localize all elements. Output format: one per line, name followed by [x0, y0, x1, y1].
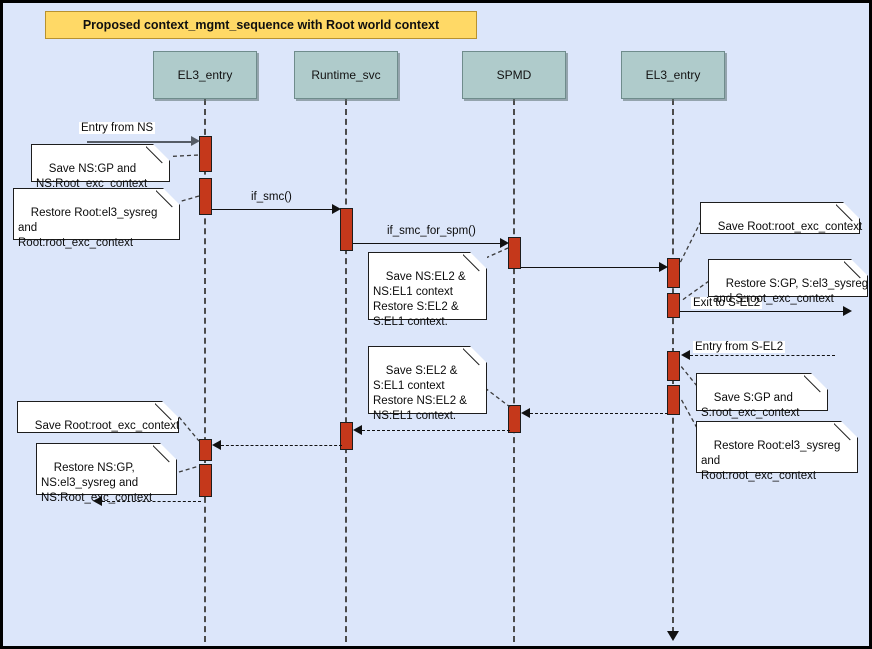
note-text: Save S:EL2 & S:EL1 context Restore NS:EL… [373, 365, 467, 422]
leader-n10 [178, 465, 200, 473]
note-save-ns-gp: Save NS:GP and NS:Root_exc_context [31, 144, 170, 190]
leader-n6 [484, 387, 511, 408]
note-fold-corner-icon [851, 259, 868, 276]
return-line-el3-to-ns [102, 501, 201, 502]
note-restore-s-gp-sysreg: Restore S:GP, S:el3_sysreg and S:root_ex… [708, 259, 868, 305]
lifeline-header-el3-entry-right[interactable]: EL3_entry [621, 51, 725, 99]
note-text: Save S:GP and S:root_exc_context [701, 392, 800, 419]
message-line-exit-to-s-el2 [680, 311, 847, 312]
note-restore-root-el3-sysreg-top: Restore Root:el3_sysreg and Root:root_ex… [13, 188, 180, 249]
activation-bar[interactable] [667, 293, 680, 318]
note-text: Save Root:root_exc_context [717, 221, 863, 233]
return-line-spmd-to-runtime-svc [362, 430, 510, 431]
message-label-if-smc: if_smc() [251, 191, 292, 203]
note-fold-corner-icon [841, 421, 858, 438]
lifeline-label: EL3_entry [645, 68, 701, 82]
activation-bar[interactable] [508, 405, 521, 433]
activation-bar[interactable] [667, 258, 680, 288]
note-save-root-exc-context-right: Save Root:root_exc_context [700, 202, 863, 234]
return-arrowhead-icon [212, 440, 221, 450]
activation-bar[interactable] [340, 208, 353, 251]
lifeline-label: EL3_entry [177, 68, 233, 82]
note-fold-corner-icon [470, 252, 487, 269]
leader-n4 [678, 220, 702, 266]
lifeline-end-arrow-icon [667, 631, 679, 641]
activation-bar[interactable] [199, 439, 212, 461]
activation-bar[interactable] [199, 136, 212, 172]
note-restore-ns-gp: Restore NS:GP, NS:el3_sysreg and NS:Root… [36, 443, 177, 504]
note-fold-corner-icon [811, 373, 828, 390]
note-text: Restore S:GP, S:el3_sysreg and S:root_ex… [713, 278, 869, 305]
note-save-root-exc-context-left: Save Root:root_exc_context [17, 401, 179, 433]
lifeline-header-el3-entry-left[interactable]: EL3_entry [153, 51, 257, 99]
leader-n7 [679, 364, 698, 387]
leader-n8 [680, 398, 698, 429]
message-label-entry-from-ns: Entry from NS [79, 122, 156, 134]
message-arrowhead-icon [843, 306, 852, 316]
message-label-if-smc-for-spm: if_smc_for_spm() [387, 225, 476, 237]
lifeline-label: SPMD [496, 68, 532, 82]
note-text: Save NS:GP and NS:Root_exc_context [36, 163, 148, 190]
lifeline-label: Runtime_svc [311, 68, 381, 82]
note-fold-corner-icon [163, 188, 180, 205]
return-arrowhead-icon [93, 496, 102, 506]
note-save-ns-el2-restore-s-el2: Save NS:EL2 & NS:EL1 context Restore S:E… [368, 252, 487, 328]
note-text: Restore Root:el3_sysreg and Root:root_ex… [701, 440, 841, 482]
return-line-entry-from-s-el2 [690, 355, 835, 356]
return-arrowhead-icon [681, 350, 690, 360]
message-arrowhead-icon [500, 238, 509, 248]
note-text: Save Root:root_exc_context [34, 420, 180, 432]
return-line-el3-to-spmd [530, 413, 668, 414]
activation-bar[interactable] [667, 385, 680, 415]
activation-bar[interactable] [199, 178, 212, 215]
diagram-title: Proposed context_mgmt_sequence with Root… [82, 18, 440, 32]
lifeline-stem-runtime-svc [345, 99, 347, 646]
activation-bar[interactable] [340, 422, 353, 450]
note-text: Restore NS:GP, NS:el3_sysreg and NS:Root… [41, 462, 153, 504]
message-line-spmd-to-el3 [521, 267, 663, 268]
leader-n9 [178, 416, 200, 442]
return-line-runtime-svc-to-el3 [221, 445, 342, 446]
lifeline-stem-el3-entry-left [204, 99, 206, 646]
message-line-if-smc [212, 209, 336, 210]
activation-bar[interactable] [199, 464, 212, 497]
activation-bar[interactable] [667, 351, 680, 381]
lifeline-header-runtime-svc[interactable]: Runtime_svc [294, 51, 398, 99]
diagram-title-banner: Proposed context_mgmt_sequence with Root… [45, 11, 477, 39]
message-line-if-smc-for-spm [353, 243, 504, 244]
return-arrowhead-icon [353, 425, 362, 435]
lifeline-header-spmd[interactable]: SPMD [462, 51, 566, 99]
message-line-entry-from-ns [87, 141, 195, 143]
note-fold-corner-icon [843, 202, 860, 219]
note-save-s-el2-restore-ns-el2: Save S:EL2 & S:EL1 context Restore NS:EL… [368, 346, 487, 422]
note-fold-corner-icon [160, 443, 177, 460]
note-text: Restore Root:el3_sysreg and Root:root_ex… [18, 207, 158, 249]
message-arrowhead-icon [659, 262, 668, 272]
return-arrowhead-icon [521, 408, 530, 418]
note-restore-root-el3-sysreg-bottom: Restore Root:el3_sysreg and Root:root_ex… [696, 421, 858, 482]
note-fold-corner-icon [470, 346, 487, 363]
message-arrowhead-icon [332, 204, 341, 214]
note-fold-corner-icon [153, 144, 170, 161]
message-arrowhead-icon [191, 136, 200, 146]
message-label-entry-from-s-el2: Entry from S-EL2 [693, 341, 786, 353]
activation-bar[interactable] [508, 237, 521, 269]
note-text: Save NS:EL2 & NS:EL1 context Restore S:E… [373, 271, 466, 328]
lifeline-stem-spmd [513, 99, 515, 646]
note-fold-corner-icon [162, 401, 179, 418]
note-save-s-gp: Save S:GP and S:root_exc_context [696, 373, 828, 419]
